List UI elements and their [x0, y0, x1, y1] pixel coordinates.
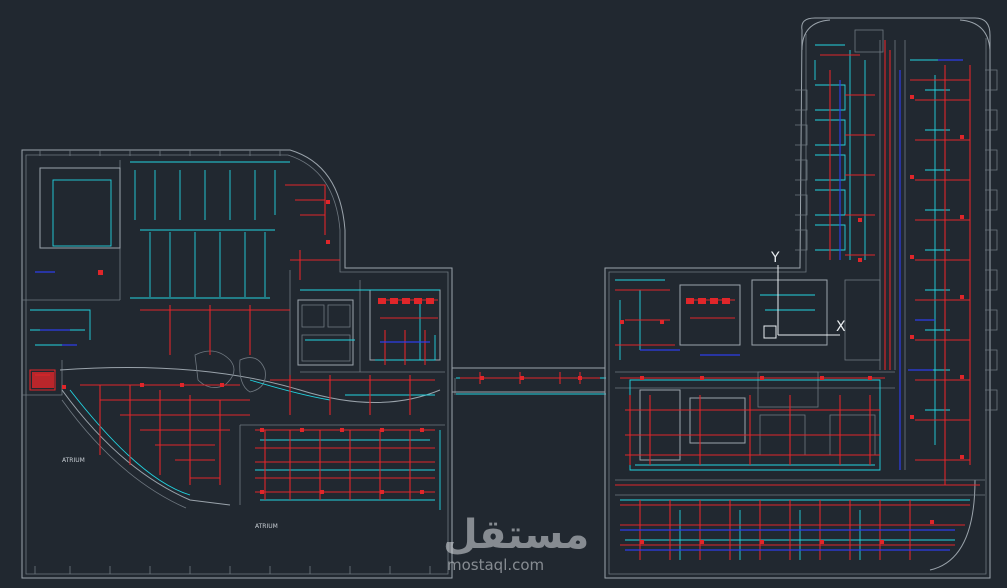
ucs-y-label: Y — [770, 250, 780, 266]
atrium-label-lower: ATRIUM — [255, 523, 278, 530]
right-power-circuits — [615, 40, 980, 560]
ucs-icon: Y X — [763, 250, 846, 339]
watermark-latin: mostaql.com — [447, 556, 545, 574]
left-building-outline — [21, 149, 456, 579]
right-blue-runs — [620, 59, 963, 551]
atrium-labels: ATRIUM ATRIUM — [62, 457, 278, 530]
left-blue-runs — [35, 271, 430, 346]
fixture-blocks — [32, 298, 730, 388]
watermark-arabic: مستقل — [443, 512, 590, 558]
atrium-label-upper: ATRIUM — [62, 457, 85, 464]
bridge-corridor — [452, 367, 605, 393]
device-markers — [62, 95, 964, 544]
right-building-outline — [604, 17, 998, 579]
left-power-circuits — [29, 184, 600, 500]
ucs-x-label: X — [836, 319, 846, 335]
right-lighting-circuits — [615, 44, 970, 560]
left-lighting-circuits — [30, 161, 606, 510]
